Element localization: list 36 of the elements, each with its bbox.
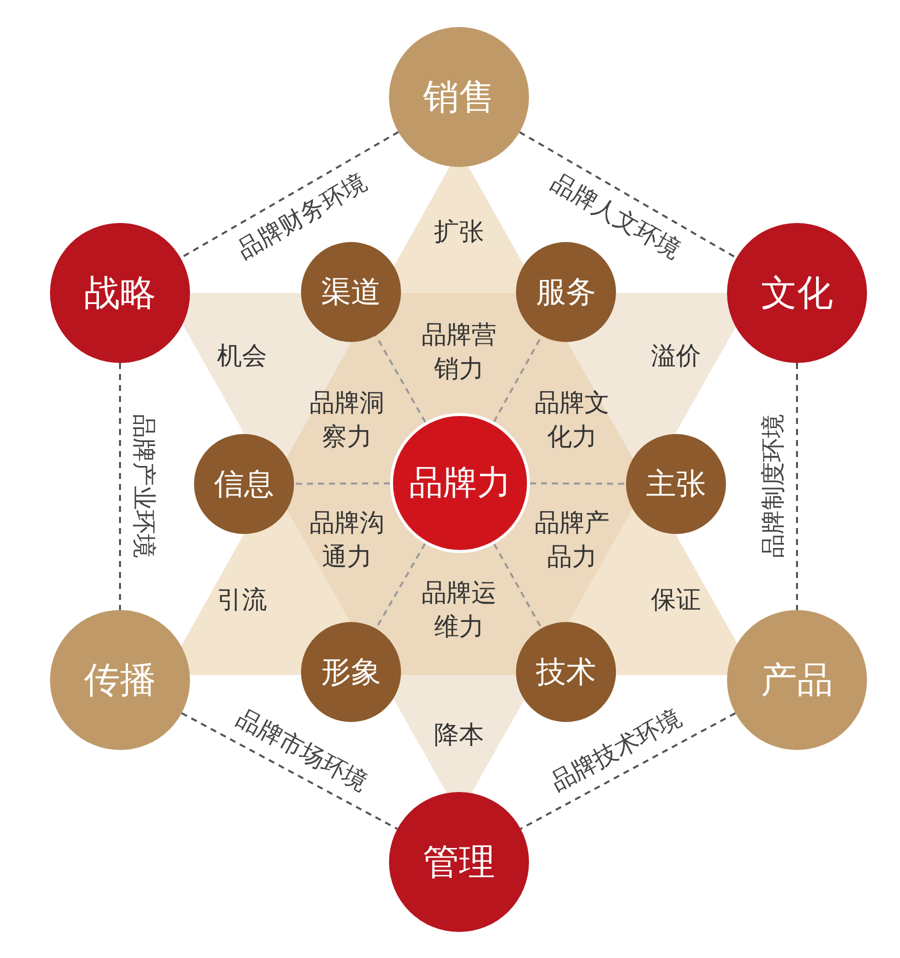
- region-label: 降本: [433, 719, 485, 751]
- region-label: 品牌洞察力: [308, 387, 386, 453]
- circle-node: 传播: [50, 610, 190, 750]
- edge-label: 品牌产业环境: [128, 414, 159, 558]
- region-label: 品牌沟通力: [308, 507, 386, 573]
- region-label: 品牌营销力: [420, 319, 498, 385]
- connector-line: [493, 544, 542, 629]
- connector-line: [374, 334, 426, 423]
- connector-line: [530, 482, 626, 485]
- connector-line: [796, 363, 798, 610]
- circle-node: 渠道: [301, 242, 401, 342]
- circle-node: 文化: [727, 223, 867, 363]
- region-label: 机会: [216, 340, 268, 372]
- circle-node: 管理: [389, 792, 529, 932]
- region-label: 品牌文化力: [534, 387, 610, 453]
- edge-label: 品牌制度环境: [758, 414, 788, 558]
- circle-node: 战略: [50, 223, 190, 363]
- connector-line: [520, 712, 736, 830]
- connector-line: [119, 363, 121, 610]
- circle-node: 产品: [727, 610, 867, 750]
- region-label: 品牌运维力: [420, 577, 498, 643]
- connector-line: [519, 131, 737, 259]
- circle-node: 主张: [626, 434, 726, 534]
- region-label: 保证: [650, 584, 702, 616]
- circle-node: 技术: [516, 622, 616, 722]
- connector-line: [181, 712, 398, 830]
- circle-node: 服务: [516, 242, 616, 342]
- region-label: 引流: [216, 584, 268, 616]
- center-circle: 品牌力: [390, 413, 530, 553]
- region-label: 溢价: [650, 340, 702, 372]
- circle-node: 销售: [389, 27, 529, 167]
- region-label: 扩张: [433, 216, 485, 248]
- circle-node: 信息: [194, 434, 294, 534]
- circle-node: 形象: [301, 622, 401, 722]
- region-label: 品牌产品力: [534, 507, 610, 573]
- connector-line: [294, 482, 390, 485]
